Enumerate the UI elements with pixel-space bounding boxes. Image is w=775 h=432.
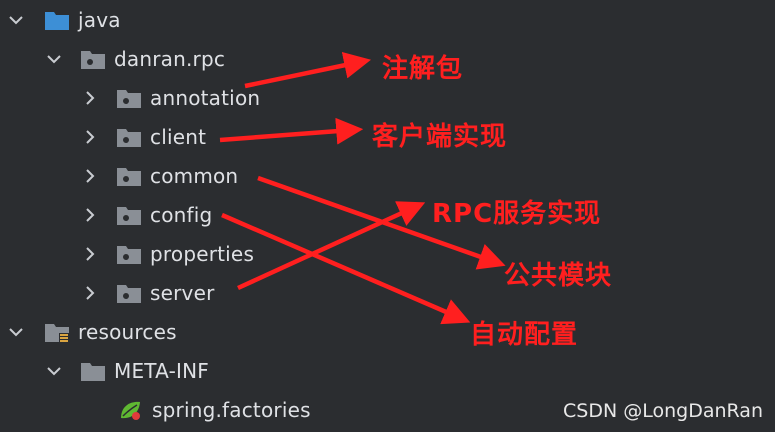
chevron-right-icon[interactable] — [82, 207, 98, 223]
chevron-down-icon[interactable] — [46, 363, 62, 379]
tree-item-label: annotation — [150, 86, 261, 110]
annotation-label-annotation-pkg: 注解包 — [382, 54, 464, 84]
annotation-label-client: 客户端实现 — [372, 122, 508, 152]
tree-item-label: common — [150, 164, 239, 188]
annotation-label-rpc-service: RPC服务实现 — [432, 199, 602, 229]
annotation-label-common: 公共模块 — [504, 261, 613, 291]
package-folder-icon — [116, 243, 142, 265]
tree-item-label: META-INF — [114, 359, 209, 383]
tree-item-annotation[interactable]: annotation — [82, 80, 260, 116]
resources-folder-icon — [44, 321, 70, 343]
chevron-down-icon[interactable] — [46, 51, 62, 67]
tree-item-label: java — [78, 8, 121, 32]
folder-icon — [80, 360, 106, 382]
tree-item-resources[interactable]: resources — [8, 314, 177, 350]
tree-item-label: properties — [150, 242, 255, 266]
tree-item-label: spring.factories — [152, 398, 311, 422]
tree-item-meta-inf[interactable]: META-INF — [46, 353, 209, 389]
package-folder-icon — [116, 165, 142, 187]
package-folder-icon — [116, 282, 142, 304]
tree-item-properties[interactable]: properties — [82, 236, 254, 272]
tree-item-label: config — [150, 203, 213, 227]
tree-item-config[interactable]: config — [82, 197, 212, 233]
chevron-right-icon[interactable] — [82, 285, 98, 301]
chevron-down-icon[interactable] — [8, 12, 24, 28]
spring-leaf-icon — [118, 399, 142, 421]
chevron-down-icon[interactable] — [8, 324, 24, 340]
tree-item-label: danran.rpc — [114, 47, 226, 71]
chevron-right-icon[interactable] — [82, 168, 98, 184]
tree-item-label: resources — [78, 320, 177, 344]
source-folder-icon — [44, 9, 70, 31]
tree-item-label: server — [150, 281, 215, 305]
tree-item-spring-factories[interactable]: spring.factories — [118, 392, 311, 428]
watermark: CSDN @LongDanRan — [563, 400, 763, 422]
tree-item-danran-rpc[interactable]: danran.rpc — [46, 41, 225, 77]
tree-item-label: client — [150, 125, 207, 149]
package-folder-icon — [116, 87, 142, 109]
annotation-label-autoconfig: 自动配置 — [470, 320, 579, 350]
chevron-right-icon[interactable] — [82, 246, 98, 262]
tree-item-server[interactable]: server — [82, 275, 215, 311]
chevron-right-icon[interactable] — [82, 129, 98, 145]
tree-item-common[interactable]: common — [82, 158, 238, 194]
package-folder-icon — [80, 48, 106, 70]
chevron-right-icon[interactable] — [82, 90, 98, 106]
tree-item-client[interactable]: client — [82, 119, 206, 155]
tree-item-java[interactable]: java — [8, 2, 121, 38]
package-folder-icon — [116, 126, 142, 148]
package-folder-icon — [116, 204, 142, 226]
